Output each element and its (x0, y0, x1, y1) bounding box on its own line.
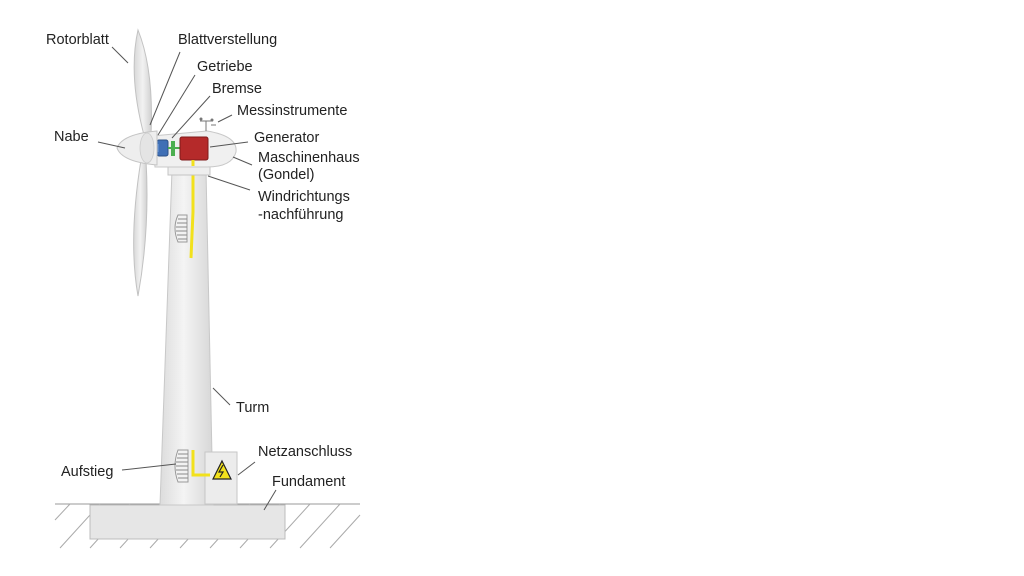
label-blattverstellung: Blattverstellung (178, 32, 278, 48)
label-netzanschluss: Netzanschluss (258, 444, 353, 460)
label-maschinenhaus-line2: (Gondel) (258, 167, 315, 183)
label-messinstrumente: Messinstrumente (237, 103, 348, 119)
high-voltage-warning-icon (212, 459, 232, 480)
label-aufstieg: Aufstieg (61, 464, 114, 480)
label-maschinenhaus-line1: Maschinenhaus (258, 150, 360, 166)
ladder-lower-icon (174, 449, 189, 483)
rotor-blade-lower (133, 159, 148, 297)
label-windrichtung-line2: -nachführung (258, 207, 344, 223)
label-windrichtung-line1: Windrichtungs (258, 189, 350, 205)
label-getriebe: Getriebe (197, 59, 253, 75)
generator-icon (179, 136, 209, 161)
label-generator: Generator (254, 130, 320, 146)
power-cable-lower (191, 450, 210, 477)
label-bremse: Bremse (212, 81, 262, 97)
measuring-instruments-icon (199, 117, 216, 131)
label-nabe: Nabe (54, 129, 89, 145)
leader-lines (97, 46, 277, 511)
power-cable-upper (189, 166, 195, 259)
label-turm: Turm (236, 400, 270, 416)
label-rotorblatt: Rotorblatt (46, 32, 109, 48)
hub-center (139, 132, 155, 164)
foundation (89, 504, 286, 540)
label-fundament: Fundament (272, 474, 346, 490)
ladder-upper-icon (174, 214, 188, 243)
rotor-blade-upper (133, 28, 152, 136)
